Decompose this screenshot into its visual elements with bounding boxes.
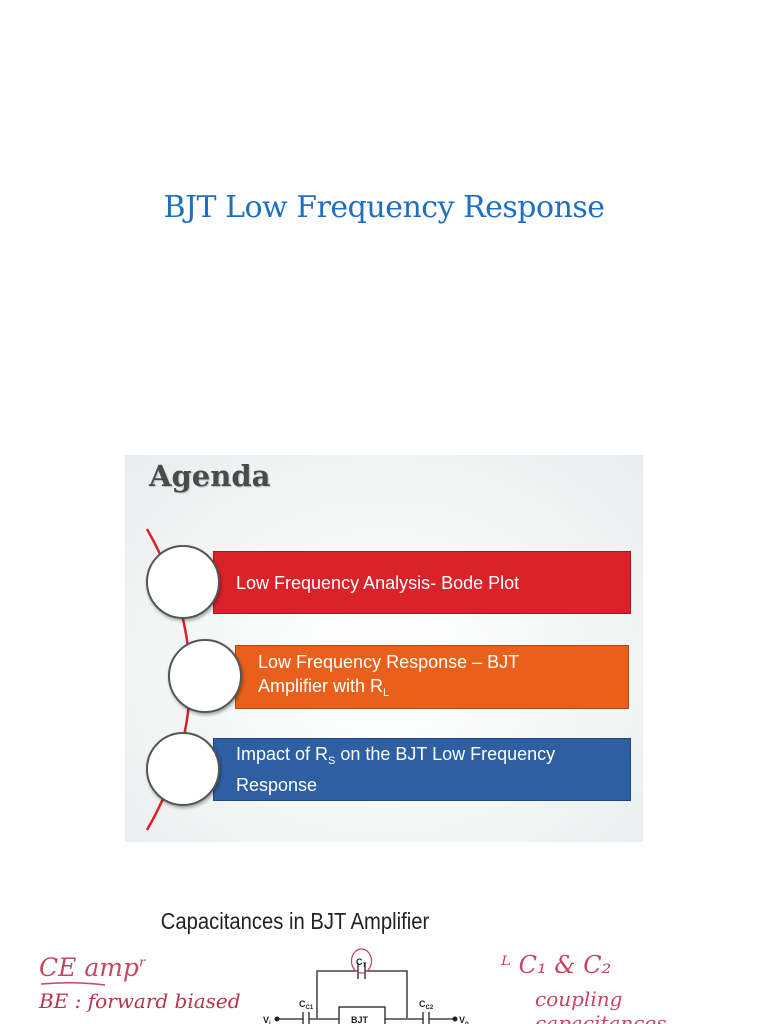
label-cc1: CC1 [299,999,314,1011]
handwritten-coupling-capacitances: coupling capacitances [535,987,667,1024]
agenda-item-3-line2: Response [236,775,318,795]
agenda-item-1: Low Frequency Analysis- Bode Plot [213,551,631,614]
agenda-item-3-line1-suffix: on the BJT Low Frequency [335,744,556,764]
agenda-item-2-line2: Amplifier with R [258,675,384,696]
label-vi: Vi [263,1015,271,1024]
agenda-item-3-line1-prefix: Impact of R [236,744,329,764]
agenda-bullet-2 [168,639,242,713]
label-bjt-block: BJT [351,1015,369,1024]
handwritten-cc1-cc2: ᴸ C₁ & C₂ [501,951,612,979]
agenda-item-3-subscript: S [328,755,336,767]
agenda-item-1-text: Low Frequency Analysis- Bode Plot [236,572,520,593]
handwritten-underline [40,981,106,986]
whiteboard-title: Capacitances in BJT Amplifier [160,908,430,934]
agenda-bullet-1 [146,545,220,619]
agenda-bullet-3 [146,732,220,806]
bjt-amplifier-circuit-diagram: CT CC1 CC2 BJT Vi Vo [263,948,469,1024]
label-vo: Vo [459,1015,469,1024]
whiteboard-snippet: Capacitances in BJT Amplifier CE ampr BE… [33,905,729,1024]
agenda-slide: Agenda Low Frequency Analysis- Bode Plot… [125,455,643,842]
handwritten-ce-amp: CE ampr [39,953,146,982]
agenda-item-3: Impact of RS on the BJT Low Frequency Re… [213,738,631,801]
agenda-item-2: Low Frequency Response – BJT Amplifier w… [235,645,629,709]
agenda-item-2-line1: Low Frequency Response – BJT [258,651,520,672]
document-title: BJT Low Frequency Response [163,190,605,225]
agenda-item-2-subscript: L [383,686,390,699]
agenda-heading: Agenda [149,459,271,493]
handwritten-be-forward-biased: BE : forward biased [39,989,241,1013]
label-ct: CT [356,957,367,969]
label-cc2: CC2 [419,999,434,1011]
